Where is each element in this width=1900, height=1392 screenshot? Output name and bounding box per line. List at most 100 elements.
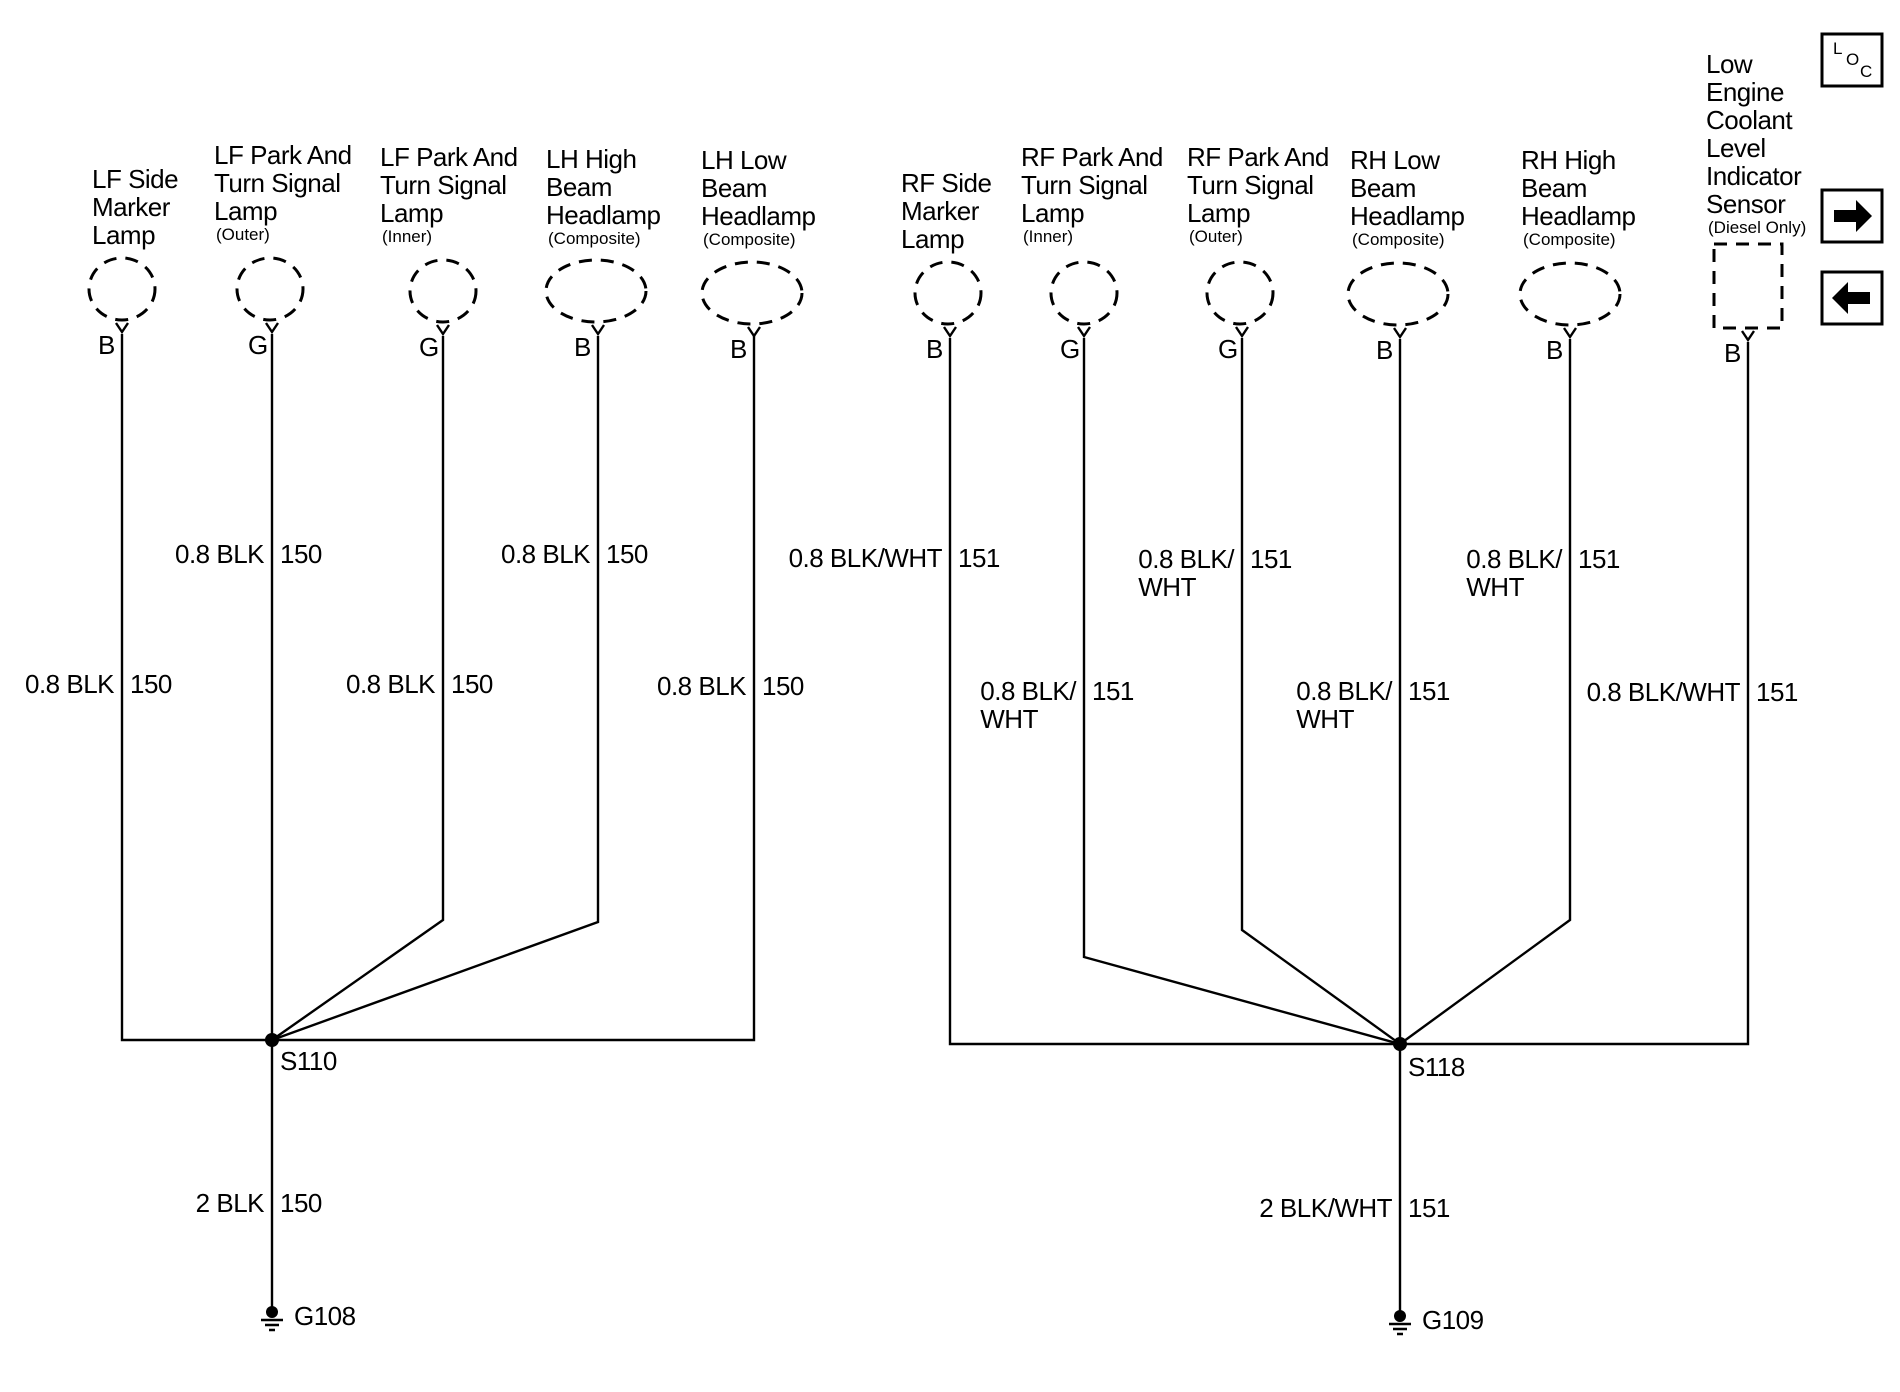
component-label-line: Turn Signal bbox=[214, 168, 341, 198]
connector-mark bbox=[1563, 327, 1577, 340]
loc-button[interactable]: L O C bbox=[1820, 32, 1884, 88]
ground-icon bbox=[1389, 1310, 1411, 1336]
wire-size-color: WHT bbox=[1466, 572, 1524, 602]
wire-5 bbox=[272, 336, 756, 1042]
component-label-line: Level bbox=[1706, 133, 1766, 163]
component-outline bbox=[1205, 260, 1275, 326]
wire-size-color: 0.8 BLK/WHT bbox=[1587, 677, 1741, 707]
component-label-line: LH High bbox=[546, 144, 636, 174]
component-sublabel: (Composite) bbox=[1523, 230, 1616, 249]
component-label-line: Marker bbox=[92, 192, 171, 222]
component-label-line: Sensor bbox=[1706, 189, 1786, 219]
component-outline bbox=[87, 256, 157, 322]
component-sublabel: (Outer) bbox=[1189, 227, 1243, 246]
component-label-line: Turn Signal bbox=[1021, 170, 1148, 200]
connector-pin-label: G bbox=[1060, 334, 1080, 364]
component-outline bbox=[1346, 261, 1450, 327]
component-label-line: Turn Signal bbox=[380, 170, 507, 200]
component-outline bbox=[913, 260, 983, 326]
component-outline bbox=[700, 260, 804, 326]
component-label-line: Beam bbox=[546, 172, 612, 202]
wire-size-color: 0.8 BLK/ bbox=[1466, 544, 1563, 574]
trunk-circuit-number: 150 bbox=[280, 1188, 322, 1218]
component-label-line: Indicator bbox=[1706, 161, 1802, 191]
component-label-line: Beam bbox=[1350, 173, 1416, 203]
connector-mark bbox=[747, 326, 761, 339]
connector-mark bbox=[1741, 330, 1755, 343]
wire-size-color: 0.8 BLK bbox=[501, 539, 591, 569]
connector-mark bbox=[591, 324, 605, 337]
wire-1 bbox=[120, 334, 272, 1042]
wire-circuit-number: 151 bbox=[1578, 544, 1620, 574]
wire-size-color: WHT bbox=[980, 704, 1038, 734]
connector-mark bbox=[1393, 327, 1407, 340]
connector-pin-label: B bbox=[1546, 335, 1563, 365]
connector-pin-label: B bbox=[1724, 338, 1741, 368]
component-sublabel: (Outer) bbox=[216, 225, 270, 244]
component-label-line: Lamp bbox=[1021, 198, 1084, 228]
component-label-line: RF Side bbox=[901, 168, 991, 198]
component-label-line: Engine bbox=[1706, 77, 1784, 107]
wire-7 bbox=[1082, 338, 1401, 1046]
component-label-line: Coolant bbox=[1706, 105, 1793, 135]
wire-circuit-number: 150 bbox=[606, 539, 648, 569]
wire-size-color: 0.8 BLK bbox=[346, 669, 436, 699]
wire-circuit-number: 150 bbox=[280, 539, 322, 569]
component-sublabel: (Composite) bbox=[703, 230, 796, 249]
component-label-line: RF Park And bbox=[1187, 142, 1329, 172]
connector-mark bbox=[943, 326, 957, 339]
component-sublabel: (Diesel Only) bbox=[1708, 218, 1806, 237]
component-label-line: Beam bbox=[701, 173, 767, 203]
component-outline bbox=[1518, 261, 1622, 327]
wire-4 bbox=[271, 336, 600, 1042]
connector-mark bbox=[1077, 326, 1091, 339]
previous-page-button[interactable] bbox=[1820, 270, 1884, 326]
wire-circuit-number: 151 bbox=[1250, 544, 1292, 574]
component-sublabel: (Inner) bbox=[382, 227, 432, 246]
component-label-line: RF Park And bbox=[1021, 142, 1163, 172]
trunk-circuit-number: 151 bbox=[1408, 1193, 1450, 1223]
component-label-line: Headlamp bbox=[701, 201, 816, 231]
wire-size-color: 0.8 BLK bbox=[175, 539, 265, 569]
component-label-line: Turn Signal bbox=[1187, 170, 1314, 200]
wire-circuit-number: 150 bbox=[762, 671, 804, 701]
connector-pin-label: G bbox=[419, 332, 439, 362]
component-label-line: Beam bbox=[1521, 173, 1587, 203]
component-sublabel: (Inner) bbox=[1023, 227, 1073, 246]
wire-label-2: 0.8 BLK 150 bbox=[175, 539, 322, 569]
component-label-line: Lamp bbox=[380, 198, 443, 228]
arrow-right-icon bbox=[1834, 200, 1872, 232]
component-outline bbox=[1049, 260, 1119, 326]
wire-size-color: WHT bbox=[1138, 572, 1196, 602]
component-sublabel: (Composite) bbox=[1352, 230, 1445, 249]
next-page-button[interactable] bbox=[1820, 188, 1884, 244]
connector-mark bbox=[265, 322, 279, 335]
component-label-line: Lamp bbox=[1187, 198, 1250, 228]
component-label-line: LH Low bbox=[701, 145, 787, 175]
component-label-line: Headlamp bbox=[546, 200, 661, 230]
connector-pin-label: B bbox=[1376, 335, 1393, 365]
connector-pin-label: B bbox=[730, 334, 747, 364]
component-label-line: Headlamp bbox=[1350, 201, 1465, 231]
splice-dot bbox=[1393, 1037, 1407, 1051]
ground-label: G108 bbox=[294, 1301, 356, 1331]
loc-letter-o: O bbox=[1846, 50, 1859, 69]
loc-letter-l: L bbox=[1833, 39, 1842, 58]
component-label-line: Low bbox=[1706, 49, 1753, 79]
connector-pin-label: B bbox=[926, 334, 943, 364]
